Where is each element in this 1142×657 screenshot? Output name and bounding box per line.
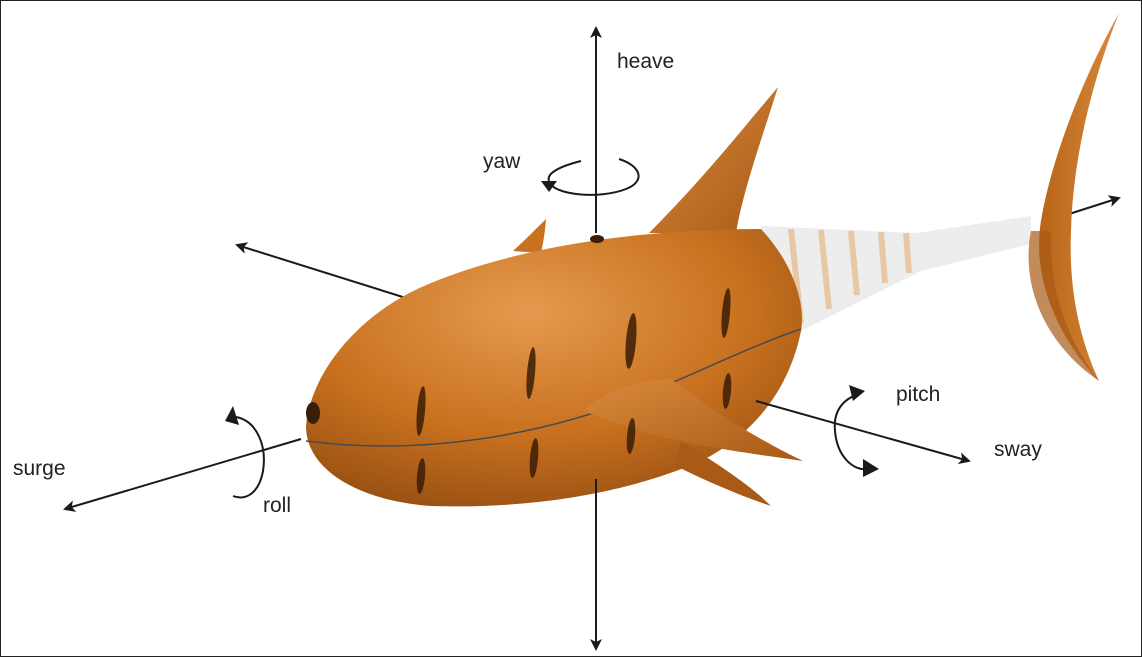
label-sway: sway (994, 439, 1042, 460)
pitch-arrowhead-top (849, 385, 865, 401)
sway-axis-lower-arrow (756, 401, 969, 461)
label-yaw: yaw (483, 151, 520, 172)
nose-opening (306, 402, 320, 424)
fish-body (306, 229, 802, 506)
label-roll: roll (263, 495, 291, 516)
small-dorsal-fin (513, 219, 546, 253)
label-pitch: pitch (896, 384, 940, 405)
pitch-arrowhead-bottom (863, 459, 879, 477)
label-heave: heave (617, 51, 674, 72)
yaw-rotation-arrow (546, 159, 639, 195)
sway-axis-arrow-left (237, 245, 406, 298)
top-port (590, 235, 604, 243)
label-surge: surge (13, 458, 66, 479)
dorsal-fin (649, 87, 778, 233)
roll-arrowhead (225, 406, 239, 425)
